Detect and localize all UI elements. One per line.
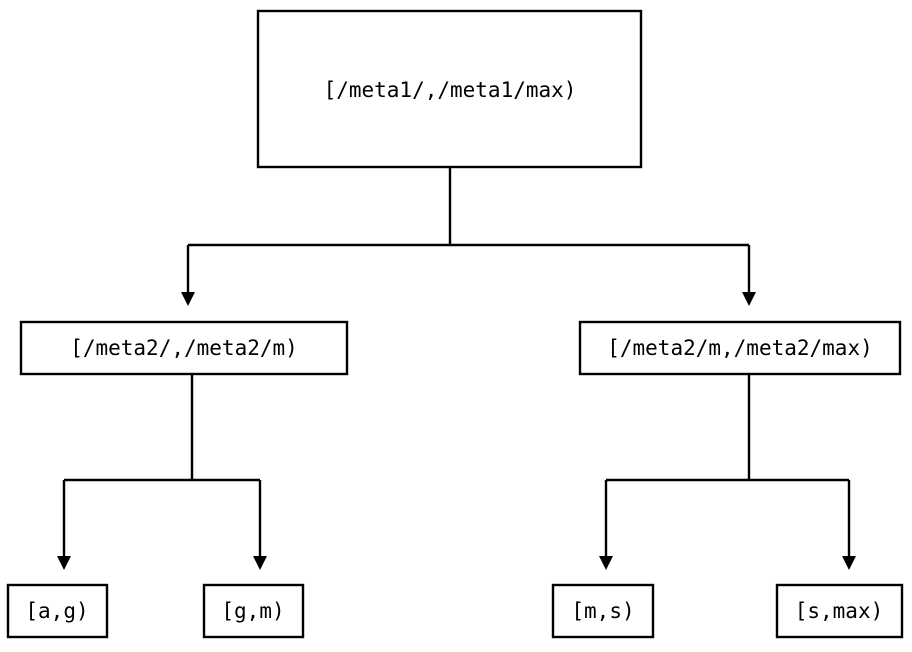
edge-group-mid-left <box>57 374 267 570</box>
node-leaf-1-label: [a,g) <box>25 599 88 623</box>
node-mid-left-box <box>19 320 349 376</box>
node-mid-right-box <box>578 320 902 376</box>
node-root[interactable]: [/meta1/,/meta1/max) <box>256 9 643 169</box>
node-mid-right-label: [/meta2/m,/meta2/max) <box>607 336 873 360</box>
arrowhead-mid-right-to-leaf3 <box>599 556 613 570</box>
node-leaf-3-box <box>551 583 655 639</box>
node-mid-right[interactable]: [/meta2/m,/meta2/max) <box>578 320 902 376</box>
node-leaf-4-box <box>775 583 904 639</box>
node-leaf-2-box <box>202 583 305 639</box>
arrowhead-root-to-mid-right <box>742 292 756 306</box>
node-leaf-3[interactable]: [m,s) <box>551 583 655 639</box>
edge-group-root <box>181 167 756 306</box>
node-leaf-2[interactable]: [g,m) <box>202 583 305 639</box>
edge-group-mid-right <box>599 374 856 570</box>
node-leaf-4-label: [s,max) <box>795 599 884 623</box>
node-leaf-2-label: [g,m) <box>221 599 284 623</box>
node-root-label: [/meta1/,/meta1/max) <box>324 78 577 102</box>
arrowhead-mid-left-to-leaf2 <box>253 556 267 570</box>
arrowhead-mid-right-to-leaf4 <box>842 556 856 570</box>
arrowhead-mid-left-to-leaf1 <box>57 556 71 570</box>
node-leaf-4[interactable]: [s,max) <box>775 583 904 639</box>
arrowhead-root-to-mid-left <box>181 292 195 306</box>
node-mid-left[interactable]: [/meta2/,/meta2/m) <box>19 320 349 376</box>
node-leaf-1[interactable]: [a,g) <box>6 583 109 639</box>
node-leaf-1-box <box>6 583 109 639</box>
node-mid-left-label: [/meta2/,/meta2/m) <box>70 336 298 360</box>
node-root-box <box>256 9 643 169</box>
node-leaf-3-label: [m,s) <box>571 599 634 623</box>
